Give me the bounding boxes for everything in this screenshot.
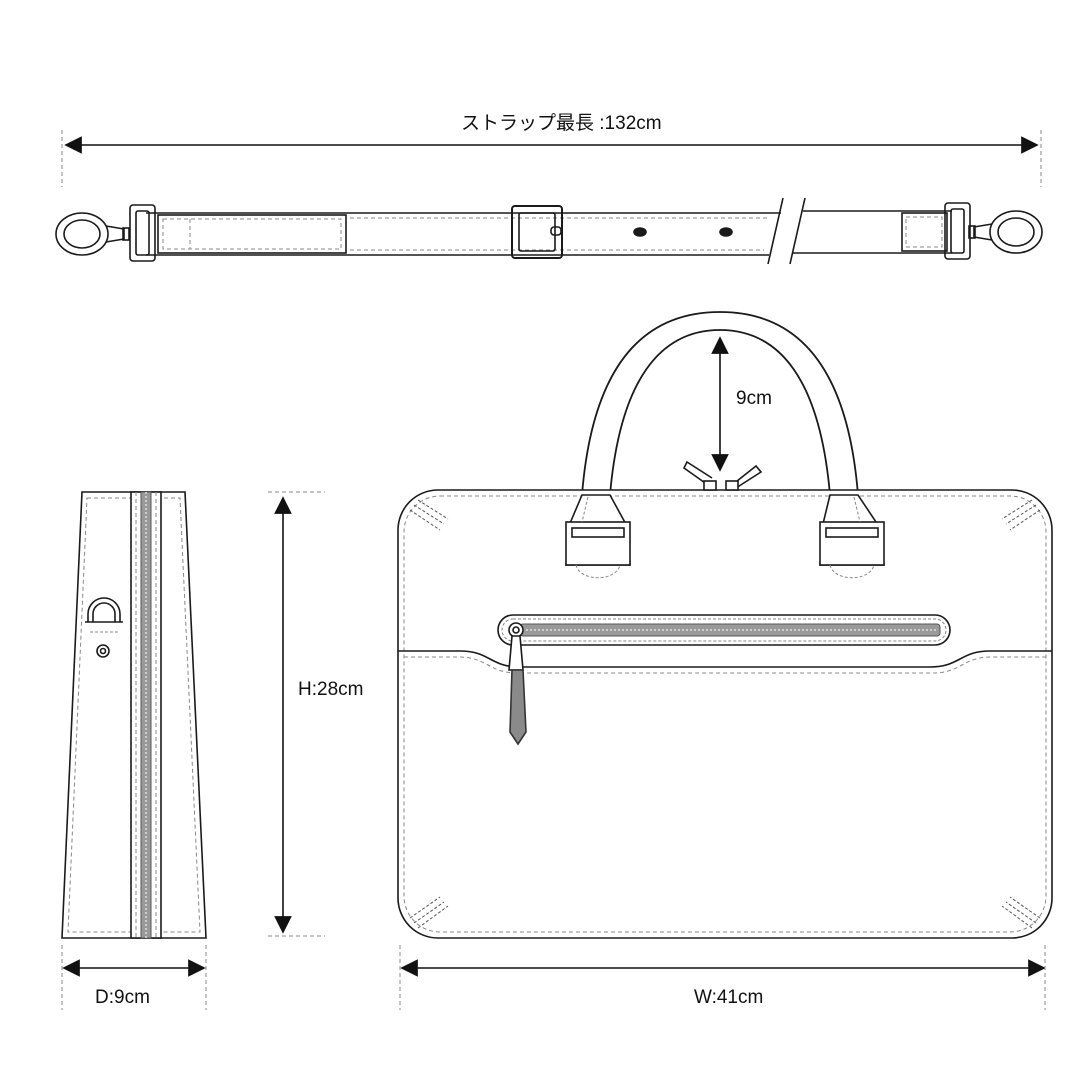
strap-drawing — [55, 130, 1043, 265]
depth-label: D:9cm — [95, 987, 150, 1008]
strap-length-label: ストラップ最長 :132cm — [461, 113, 662, 134]
extension-lines — [61, 491, 1046, 1010]
width-label: W:41cm — [694, 987, 764, 1008]
handle-drop-label: 9cm — [736, 388, 772, 409]
height-label: H:28cm — [298, 679, 364, 700]
dimension-lines — [62, 136, 1046, 977]
front-view-drawing — [397, 311, 1053, 939]
side-view-drawing — [61, 491, 207, 939]
